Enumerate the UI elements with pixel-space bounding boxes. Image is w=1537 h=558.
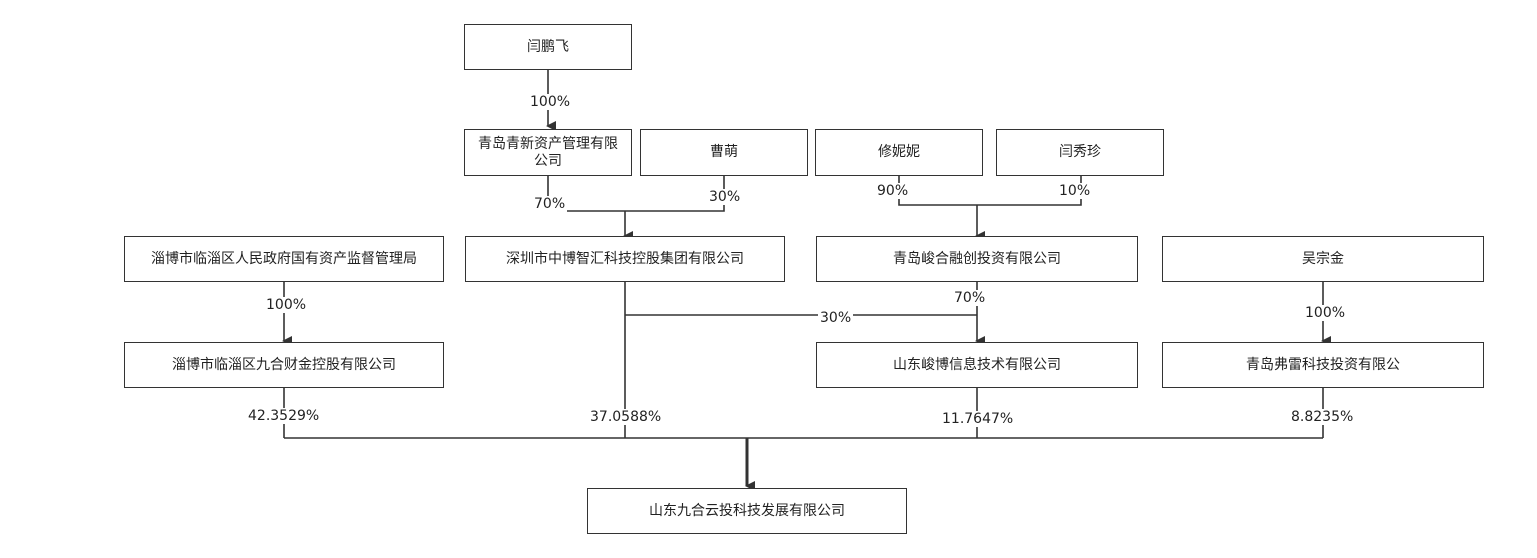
- node-qingdao-qingxin: 青岛青新资产管理有限公司: [464, 129, 632, 176]
- node-zibo-gov: 淄博市临淄区人民政府国有资产监督管理局: [124, 236, 444, 282]
- pct-qingxin-zhongbo: 70%: [532, 196, 568, 212]
- node-wu-zongjin: 吴宗金: [1162, 236, 1484, 282]
- pct-junhe-junbo: 70%: [952, 290, 988, 306]
- node-yan-xiuzhen: 闫秀珍: [996, 129, 1164, 176]
- pct-junbo-target: 11.7647%: [940, 411, 1016, 427]
- node-yan-pengfei: 闫鹏飞: [464, 24, 632, 70]
- pct-yan-qingxin: 100%: [528, 94, 573, 110]
- pct-zhongbo-target: 37.0588%: [588, 409, 664, 425]
- pct-xiu-junhe: 90%: [875, 183, 911, 199]
- node-qingdao-junhe: 青岛峻合融创投资有限公司: [816, 236, 1138, 282]
- node-shenzhen-zhongbo: 深圳市中博智汇科技控股集团有限公司: [465, 236, 785, 282]
- pct-cao-zhongbo: 30%: [707, 189, 743, 205]
- edge-qingxin-cao-merge: [547, 176, 725, 212]
- edge-xiu-yanxz-merge: [898, 176, 1082, 206]
- pct-fulei-target: 8.8235%: [1289, 409, 1356, 425]
- pct-wu-fulei: 100%: [1303, 305, 1348, 321]
- node-zibo-jiuhe: 淄博市临淄区九合财金控股有限公司: [124, 342, 444, 388]
- pct-gov-jiuhe: 100%: [264, 297, 309, 313]
- node-cao-meng: 曹萌: [640, 129, 808, 176]
- node-qingdao-fulei: 青岛弗雷科技投资有限公: [1162, 342, 1484, 388]
- pct-jiuhe-target: 42.3529%: [246, 408, 322, 424]
- node-xiu-nini: 修妮妮: [815, 129, 983, 176]
- node-shandong-junbo: 山东峻博信息技术有限公司: [816, 342, 1138, 388]
- pct-zhongbo-junbo: 30%: [818, 310, 854, 326]
- node-target: 山东九合云投科技发展有限公司: [587, 488, 907, 534]
- pct-yanxz-junhe: 10%: [1057, 183, 1093, 199]
